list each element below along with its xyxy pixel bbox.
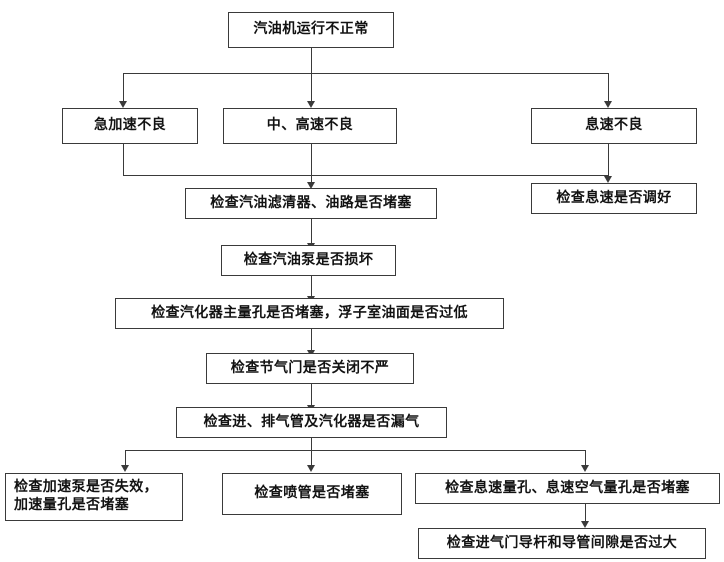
node-symptom-idle[interactable]: 息速不良 <box>531 108 697 144</box>
edge-midhigh-down <box>311 144 312 184</box>
arrow-branch-idle <box>604 101 612 108</box>
arrow-branch-accel <box>119 101 127 108</box>
edge-filter-to-pump <box>311 219 312 245</box>
edge-branch-midhigh <box>311 73 312 103</box>
edge-branch-idle <box>608 73 609 103</box>
node-check-nozzle[interactable]: 检查喷管是否堵塞 <box>222 473 402 515</box>
node-check-throttle[interactable]: 检查节气门是否关闭不严 <box>206 353 414 384</box>
edge-carb-to-throttle <box>311 329 312 352</box>
node-check-manifold-leak[interactable]: 检查进、排气管及汽化器是否漏气 <box>176 407 447 438</box>
arrow-to-nozzle <box>307 465 315 472</box>
arrow-to-idle-adjust <box>604 176 612 183</box>
arrow-to-accel-pump <box>121 465 129 472</box>
edge-top-bus <box>123 73 608 74</box>
node-check-filter-line[interactable]: 检查汽油滤清器、油路是否堵塞 <box>185 188 437 219</box>
edge-merge-bus <box>123 175 608 176</box>
edge-bottom-left <box>125 450 126 467</box>
arrow-to-valve-guide <box>581 521 589 528</box>
node-symptom-accel[interactable]: 急加速不良 <box>62 108 198 144</box>
edge-branch-accel <box>123 73 124 103</box>
node-check-valve-guide[interactable]: 检查进气门导杆和导管间隙是否过大 <box>418 528 706 559</box>
arrow-to-filter <box>307 182 315 189</box>
edge-bottom-right <box>585 450 586 467</box>
edge-bottom-mid <box>311 450 312 467</box>
edge-throttle-to-manifold <box>311 384 312 407</box>
edge-pump-to-carb <box>311 276 312 298</box>
edge-idle-down <box>608 144 609 178</box>
node-check-accel-pump[interactable]: 检查加速泵是否失效， 加速量孔是否堵塞 <box>5 473 183 521</box>
edge-manifold-stem <box>311 438 312 450</box>
node-symptom-midhigh[interactable]: 中、高速不良 <box>223 108 397 144</box>
arrow-to-idle-jets <box>581 465 589 472</box>
edge-bottom-bus <box>125 450 585 451</box>
edge-root-stem <box>311 48 312 73</box>
node-check-carb-main-jet[interactable]: 检查汽化器主量孔是否堵塞，浮子室油面是否过低 <box>115 298 504 329</box>
node-check-fuel-pump[interactable]: 检查汽油泵是否损坏 <box>221 245 396 276</box>
arrow-branch-midhigh <box>307 101 315 108</box>
node-check-idle-jets[interactable]: 检查息速量孔、息速空气量孔是否堵塞 <box>415 473 720 504</box>
edge-accel-down <box>123 144 124 175</box>
node-check-idle-adjust[interactable]: 检查息速是否调好 <box>531 183 697 214</box>
edge-idlejets-to-valveguide <box>585 504 586 523</box>
node-root[interactable]: 汽油机运行不正常 <box>228 12 394 48</box>
